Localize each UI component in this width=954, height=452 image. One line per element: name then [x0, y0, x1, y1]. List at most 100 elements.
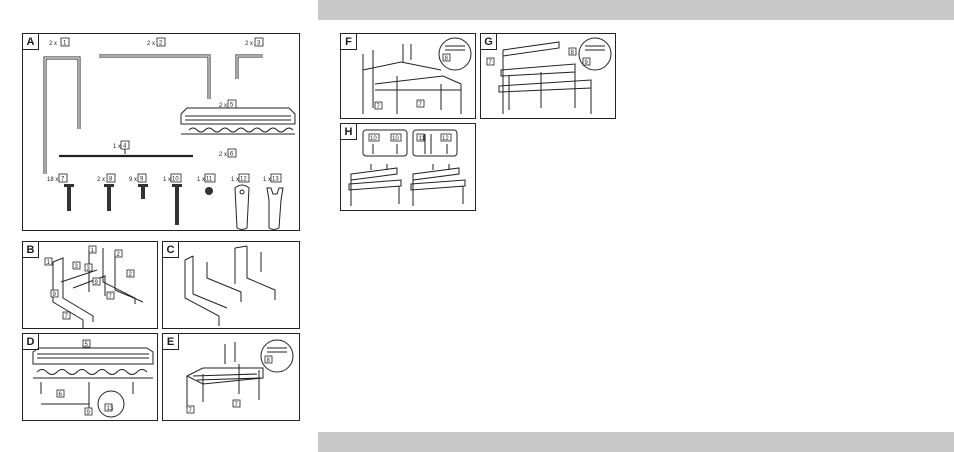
left-page: A 2 x 1 2 x 2 2 x 3 1 x 4 [0, 0, 318, 452]
svg-text:3: 3 [75, 264, 79, 270]
svg-text:7: 7 [65, 314, 69, 320]
part-6-num: 6 [230, 152, 234, 158]
part-1-num: 1 [63, 41, 67, 47]
part-9-qty: 9 x [129, 177, 137, 183]
part-2-num: 2 [159, 41, 163, 47]
part-6-scroll [188, 127, 294, 133]
panel-label: E [162, 333, 179, 350]
svg-text:7: 7 [109, 294, 113, 300]
part-8-num: 8 [109, 177, 113, 183]
detail-circle [438, 37, 472, 71]
panel-label: H [340, 123, 357, 140]
part-4-qty: 1 x [113, 144, 121, 150]
svg-text:7: 7 [489, 60, 493, 66]
panel-label: F [340, 33, 357, 50]
svg-text:7: 7 [235, 402, 239, 408]
part-3-frame [235, 54, 263, 79]
screw-10 [175, 185, 179, 225]
detail-circle [97, 390, 125, 418]
svg-text:13: 13 [107, 406, 114, 412]
panel-f-drawing: 8 7 7 [362, 37, 472, 114]
part-10-qty: 1 x [163, 177, 171, 183]
right-page: F 8 7 7 G 8 7 9 H 10 1 [318, 0, 954, 452]
part-2-frame [99, 54, 211, 99]
nut-11 [205, 187, 213, 195]
header-bar [318, 0, 954, 20]
parts-drawing: 2 x 1 2 x 2 2 x 3 1 x 4 2 x [43, 37, 296, 230]
svg-text:8: 8 [445, 56, 449, 62]
svg-text:10: 10 [392, 136, 399, 142]
screw-9 [141, 185, 145, 199]
panel-f: F 8 7 7 [340, 33, 476, 119]
part-5-qty: 2 x [219, 103, 227, 109]
part-5-num: 5 [230, 103, 234, 109]
svg-text:7: 7 [377, 104, 381, 110]
part-11-qty: 1 x [197, 177, 205, 183]
panel-label: C [162, 241, 179, 258]
svg-text:9: 9 [87, 410, 91, 416]
part-10-num: 10 [172, 177, 179, 183]
svg-text:1: 1 [47, 260, 51, 266]
part-11-num: 11 [206, 177, 213, 183]
part-3-box [254, 37, 264, 47]
part-2-box [156, 37, 166, 47]
panel-c: C [162, 241, 300, 329]
part-7-num: 7 [61, 177, 65, 183]
detail-circle [260, 339, 294, 373]
part-6-qty: 2 x [219, 152, 227, 158]
svg-text:6: 6 [59, 392, 63, 398]
part-12-num: 12 [240, 177, 247, 183]
panel-b: B 1 1 2 3 3 2 9 9 7 7 [22, 241, 158, 329]
part-7-qty: 18 x [47, 177, 58, 183]
panel-e-drawing: 8 7 7 [185, 339, 294, 414]
svg-text:9: 9 [53, 292, 57, 298]
svg-text:3: 3 [87, 266, 91, 272]
panel-c-drawing [184, 245, 276, 326]
svg-text:7: 7 [419, 102, 423, 108]
part-13-num: 13 [272, 177, 279, 183]
panel-label: D [22, 333, 39, 350]
part-4-num: 4 [123, 144, 127, 150]
svg-text:12: 12 [442, 136, 449, 142]
panel-g: G 8 7 9 [480, 33, 616, 119]
svg-text:9: 9 [585, 60, 589, 66]
panel-a-parts-list: A 2 x 1 2 x 2 2 x 3 1 x 4 [22, 33, 300, 231]
panel-g-drawing: 8 7 9 [486, 37, 612, 114]
part-8-qty: 2 x [97, 177, 105, 183]
panel-label: B [22, 241, 39, 258]
screw-8 [107, 185, 111, 211]
part-13-qty: 1 x [263, 177, 271, 183]
svg-text:8: 8 [571, 50, 575, 56]
part-3-num: 3 [257, 41, 261, 47]
wrench-12 [234, 184, 250, 230]
part-1-box [60, 37, 70, 47]
detail-circle [578, 37, 612, 71]
panel-label: A [22, 33, 39, 50]
panel-label: G [480, 33, 497, 50]
svg-text:1: 1 [91, 248, 95, 254]
svg-text:5: 5 [85, 342, 89, 348]
svg-text:7: 7 [189, 408, 193, 414]
screw-7 [67, 185, 71, 211]
part-3-qty: 2 x [245, 41, 253, 47]
svg-text:8: 8 [267, 358, 271, 364]
panel-d: D 5 6 9 13 [22, 333, 158, 421]
svg-text:2: 2 [129, 272, 133, 278]
panel-h-drawing: 10 10 11 12 [348, 129, 466, 206]
part-12-qty: 1 x [231, 177, 239, 183]
svg-text:2: 2 [117, 252, 121, 258]
part-1-qty: 2 x [49, 41, 57, 47]
panel-b-drawing: 1 1 2 3 3 2 9 9 7 7 [44, 245, 144, 328]
footer-bar [318, 432, 954, 452]
panel-e: E 8 7 7 [162, 333, 300, 421]
svg-text:10: 10 [370, 136, 377, 142]
panel-d-drawing: 5 6 9 13 [32, 339, 154, 418]
part-9-num: 9 [140, 177, 144, 183]
wrench-13 [266, 187, 284, 230]
callouts: 1 1 2 3 3 2 9 9 7 7 [44, 245, 135, 320]
part-6-box [227, 148, 237, 158]
part-5-tray [180, 107, 296, 125]
panel-h: H 10 10 11 12 [340, 123, 476, 211]
svg-text:11: 11 [419, 136, 426, 142]
part-2-qty: 2 x [147, 41, 155, 47]
